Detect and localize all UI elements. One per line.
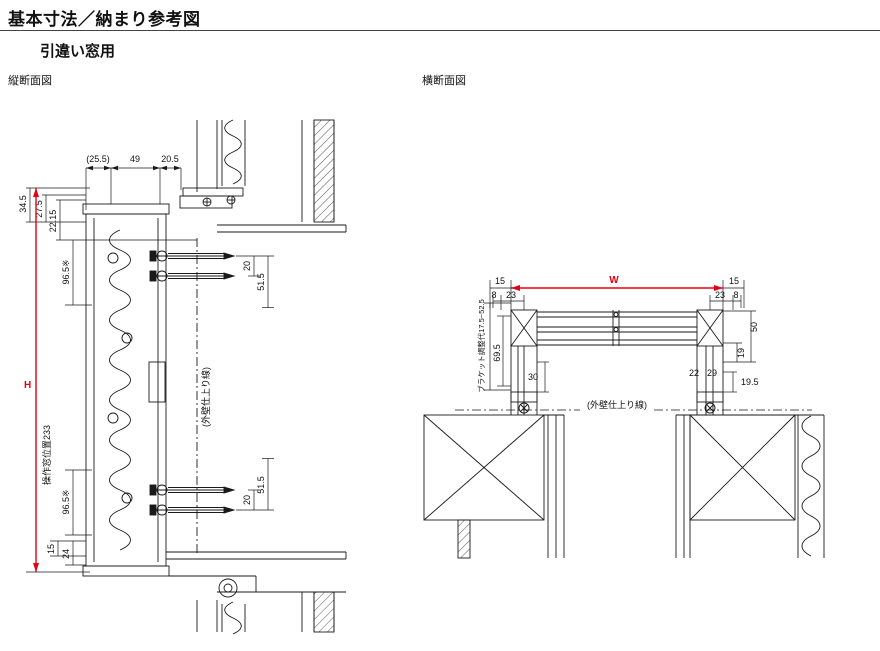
left-vertical-dims: 34.5 27.5 22.15 96.5※ H 操作窓位置233 96.5※ 1… [18, 187, 197, 573]
left-diagram: (外壁仕上り線) [18, 119, 347, 635]
right-left-wall [423, 414, 565, 559]
dim-screw-depth-top: 51.5 [256, 273, 266, 291]
dim-width-total: W [609, 275, 619, 286]
left-section-label: 縦断面図 [8, 75, 52, 87]
right-right-dims: 50 19 19.5 [723, 310, 759, 393]
dim-side-right: 15 [729, 276, 739, 286]
right-right-jamb: 22 29 [689, 346, 724, 415]
dim-right-a: 23 [715, 290, 725, 300]
dim-jamb-left: 30 [528, 372, 538, 382]
dim-left-a: 8 [491, 290, 496, 300]
dim-jamb-right-b: 29 [707, 368, 717, 378]
dim-depth-total: 69.5 [492, 344, 502, 362]
left-top-dims: (25.5) 49 20.5 [85, 154, 182, 210]
right-left-jamb: 30 [510, 346, 549, 415]
left-bottom-screws: 51.5 20 [149, 458, 274, 516]
dim-side-left: 15 [495, 276, 505, 286]
dim-v4-top: 96.5※ [61, 259, 71, 284]
left-finish-line: (外壁仕上り線) [196, 238, 211, 556]
dim-screw-pitch-top: 20 [242, 261, 252, 271]
right-diagram: 15 W 15 8 23 23 8 [423, 275, 825, 559]
right-finish-line-label: (外壁仕上り線) [587, 399, 647, 410]
dim-v1: 34.5 [18, 195, 28, 213]
dim-v6: 24 [61, 549, 71, 559]
dim-top-frame: 49 [130, 154, 140, 164]
dim-v4-bottom: 96.5※ [61, 489, 71, 514]
left-bottom-wall [166, 551, 347, 635]
page-subtitle: 引違い窓用 [40, 43, 116, 60]
dim-height-total: H [24, 380, 31, 391]
left-top-wall [179, 119, 347, 233]
dim-top-offset: (25.5) [86, 154, 110, 164]
dim-bracket-range: ブラケット調整代17.5~52.5 [476, 299, 486, 393]
dim-left-b: 23 [506, 290, 516, 300]
dim-jamb-right-a: 22 [689, 368, 699, 378]
dim-v3: 22.15 [48, 210, 58, 233]
dim-jamb-right-c: 19.5 [741, 377, 759, 387]
left-window-frame [82, 203, 170, 577]
dim-screw-depth-bottom: 51.5 [256, 476, 266, 494]
right-finish-line: (外壁仕上り線) [455, 399, 812, 411]
right-frame [510, 309, 724, 347]
dim-screw-pitch-bottom: 20 [242, 495, 252, 505]
title-divider [0, 30, 880, 31]
right-right-wall [675, 414, 825, 558]
dim-top-overhang: 20.5 [161, 154, 179, 164]
dim-depth-a: 50 [749, 322, 759, 332]
page-title: 基本寸法／納まり参考図 [8, 10, 201, 29]
dim-depth-b: 19 [736, 348, 746, 358]
left-finish-line-label: (外壁仕上り線) [200, 367, 211, 427]
right-left-dims: ブラケット調整代17.5~52.5 69.5 [476, 299, 511, 393]
left-top-screws: 20 51.5 [149, 250, 274, 308]
right-top-dims: 15 W 15 8 23 23 8 [489, 275, 745, 310]
right-section-label: 横断面図 [422, 75, 466, 87]
dim-v5: 15 [46, 544, 56, 554]
dim-operation-window: 操作窓位置233 [41, 425, 52, 485]
dim-right-b: 8 [733, 290, 738, 300]
shutter-curtain [109, 229, 131, 551]
dim-v2: 27.5 [34, 200, 44, 218]
